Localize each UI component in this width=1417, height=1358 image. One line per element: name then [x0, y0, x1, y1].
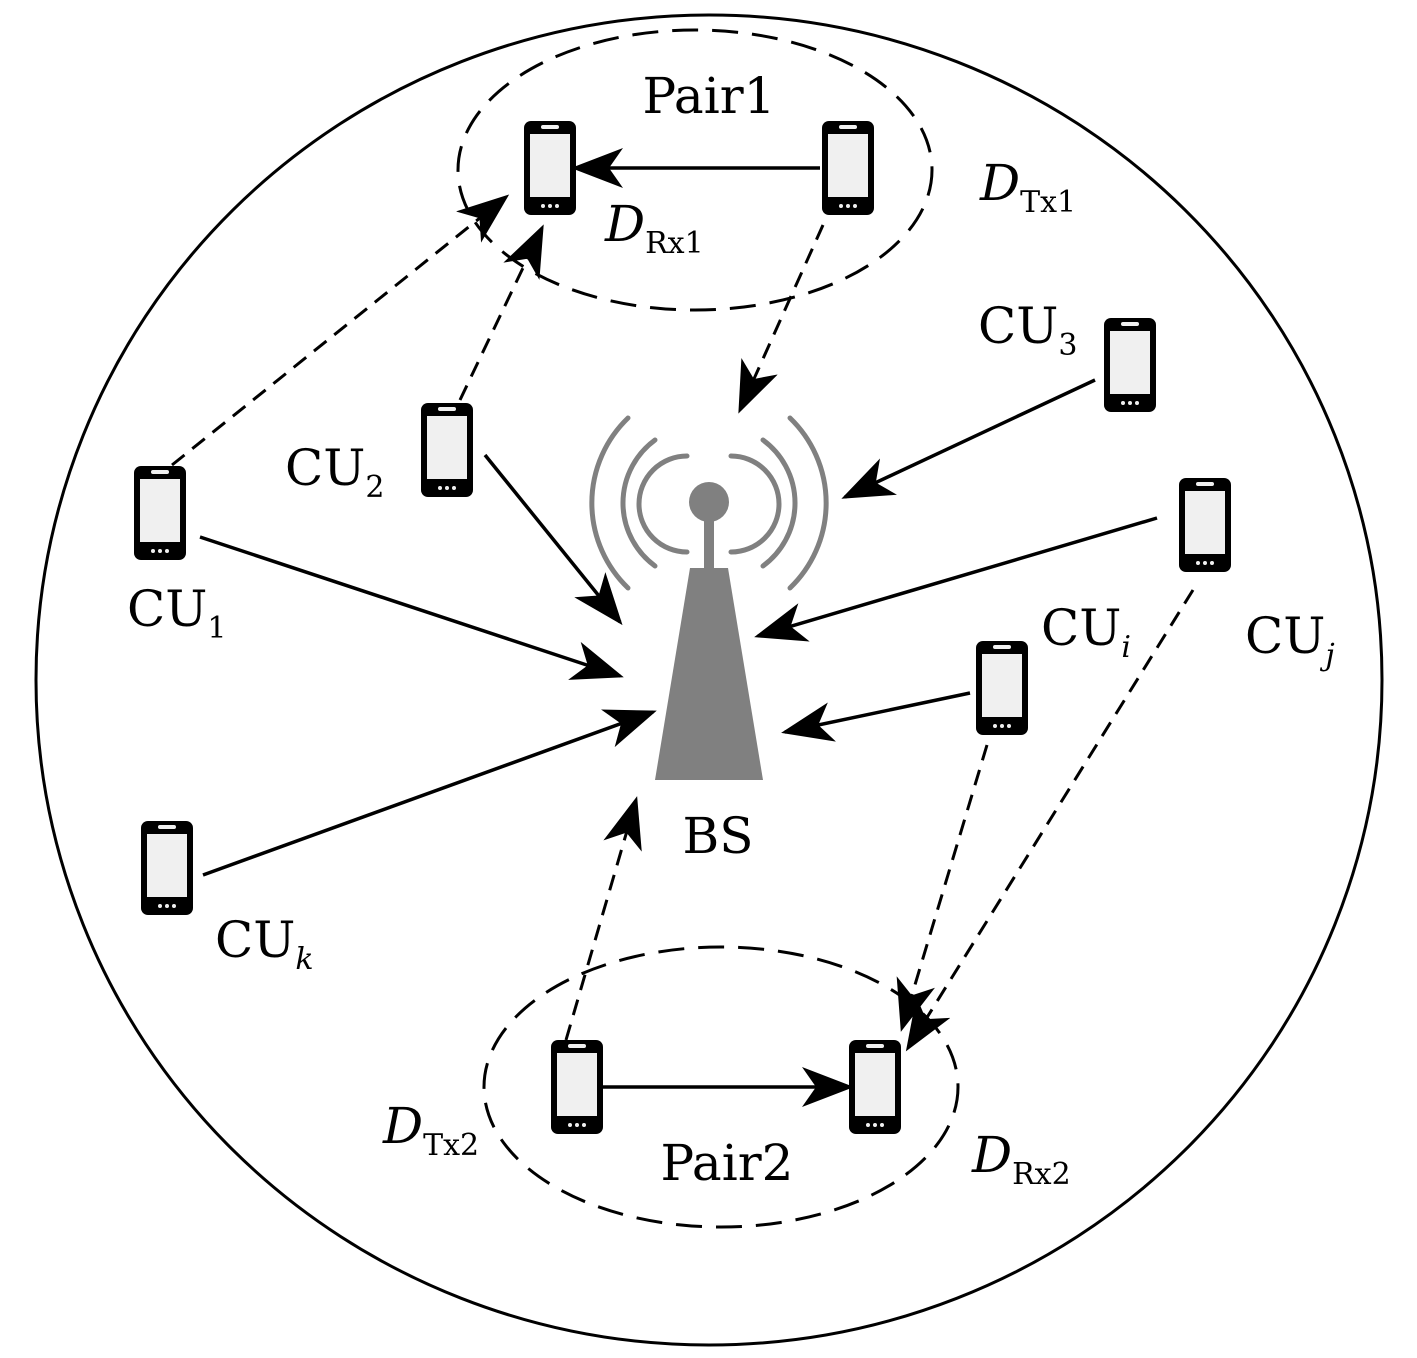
link-cuj-bs: [754, 516, 1158, 642]
drx2-phone-icon: [849, 1040, 901, 1134]
dtx2-phone-icon: [551, 1040, 603, 1134]
cui-label: CUi: [1041, 599, 1131, 665]
base-station-icon: [589, 415, 829, 780]
link-cui-bs: [781, 691, 971, 742]
cuk-label: CUk: [215, 911, 314, 977]
link-cuk-bs: [202, 709, 657, 877]
cuk-phone-icon: [141, 821, 193, 915]
cell-boundary: [34, 13, 1384, 1347]
cu2-phone-icon: [421, 403, 473, 497]
link-cu2-bs: [483, 453, 623, 626]
drx1-phone-icon: [524, 121, 576, 215]
dtx2-label: DTx2: [382, 1097, 479, 1163]
pair2-region: [482, 945, 960, 1229]
interference-dtx1-bs: [738, 224, 825, 414]
interference-cui-drx2: [896, 744, 989, 1032]
interference-cu1-drx1: [171, 194, 510, 467]
cuj-label: CUj: [1245, 607, 1335, 673]
drx2-label: DRx2: [971, 1126, 1071, 1192]
pair1-region: [456, 28, 934, 312]
cu3-label: CU3: [978, 297, 1078, 363]
interference-dtx2-bs: [564, 796, 642, 1041]
cu3-phone-icon: [1104, 318, 1156, 412]
link-cu3-bs: [841, 378, 1096, 499]
interference-cuj-drx2: [905, 589, 1195, 1052]
cu2-label: CU2: [285, 439, 385, 505]
link-cu1-bs: [199, 535, 624, 680]
cui-phone-icon: [976, 641, 1028, 735]
interference-cu2-drx1: [458, 224, 544, 401]
cuj-phone-icon: [1179, 478, 1231, 572]
cu1-phone-icon: [134, 466, 186, 560]
pair2-label: Pair2: [661, 1134, 794, 1192]
pair1-label: Pair1: [643, 67, 776, 125]
dtx1-label: DTx1: [979, 154, 1076, 220]
drx1-label: DRx1: [604, 195, 704, 261]
bs-label: BS: [683, 807, 754, 865]
dtx1-phone-icon: [822, 121, 874, 215]
cu1-label: CU1: [127, 580, 227, 646]
